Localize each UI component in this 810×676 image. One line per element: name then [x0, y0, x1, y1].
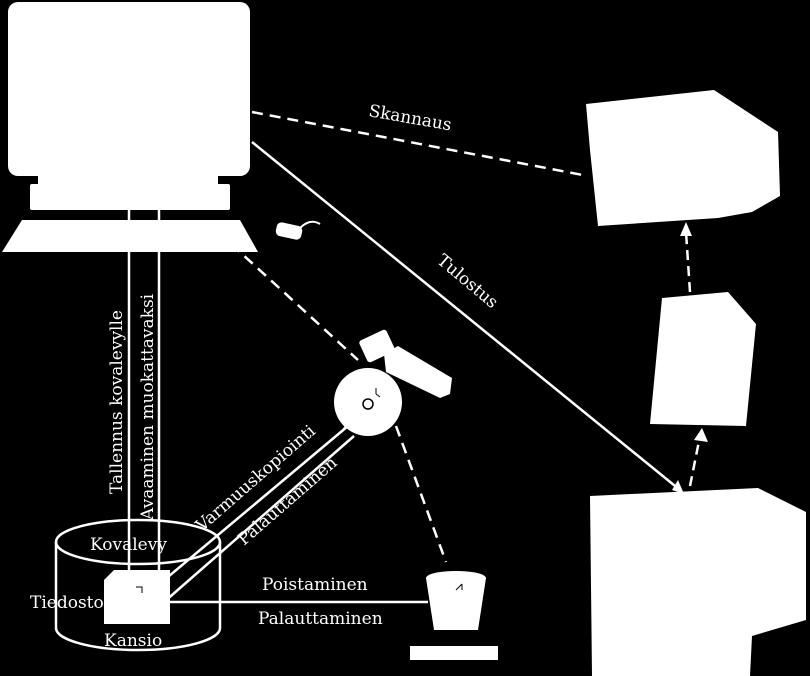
printer-icon — [590, 488, 806, 676]
connector-lines — [127, 110, 702, 604]
scan-connector — [251, 110, 589, 178]
hard-disk-icon — [54, 518, 222, 652]
label-tallennus: Tallennus kovalevylle — [107, 310, 127, 494]
paper-sheet-icon — [650, 292, 756, 426]
label-poistaminen: Poistaminen — [262, 575, 368, 595]
label-kansio: Kansio — [104, 631, 162, 651]
label-tulostus: Tulostus — [433, 251, 502, 313]
backup-connector — [149, 425, 349, 593]
file-icon — [104, 570, 170, 624]
arrow-heads — [342, 222, 708, 494]
label-palauttaminen-backup: Palauttaminen — [234, 453, 341, 550]
cd-drive-icon — [334, 329, 452, 436]
cd-trash-connector — [394, 425, 448, 563]
label-skannaus: Skannaus — [367, 101, 453, 135]
scanner-icon — [586, 90, 780, 226]
label-kovalevy: Kovalevy — [90, 535, 167, 555]
restore-connector — [163, 435, 355, 603]
print-connector — [251, 141, 681, 491]
label-palauttaminen-trash: Palauttaminen — [258, 609, 383, 629]
mouse-icon — [275, 220, 321, 240]
computer-monitor-icon — [8, 2, 250, 210]
backup-dashed-connector — [217, 231, 359, 361]
label-avaaminen: Avaaminen muokattavaksi — [138, 293, 158, 521]
recycle-bin-icon — [410, 571, 498, 660]
paper-scanner-connector — [684, 231, 692, 293]
printer-paper-connector — [688, 435, 702, 487]
label-tiedosto: Tiedosto — [30, 593, 104, 613]
